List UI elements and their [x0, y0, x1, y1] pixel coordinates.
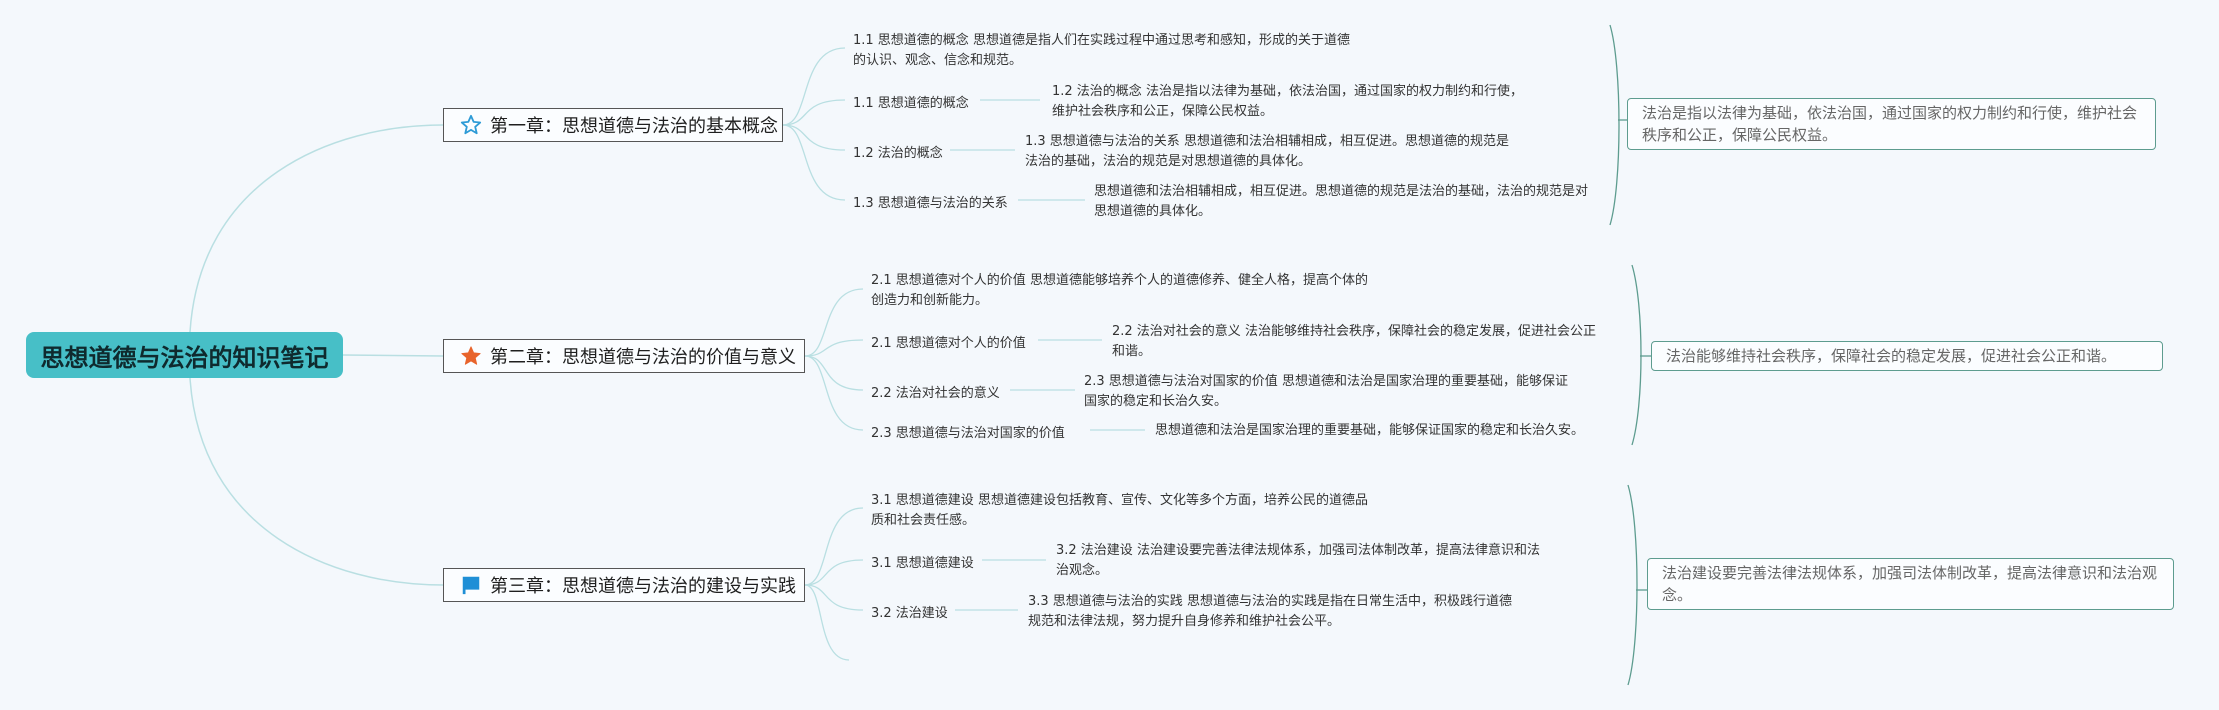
chapter-3-branch-4	[804, 584, 850, 661]
chapter-2-branch-3	[804, 355, 864, 391]
chapter-2-branch-4	[804, 355, 864, 431]
chapter-3-label-2[interactable]: 3.2 法治建设	[871, 606, 948, 621]
chapter-3-note-1[interactable]: 3.1 思想道德建设 思想道德建设包括教育、宣传、文化等多个方面，培养公民的道德…	[871, 493, 1368, 528]
chapter-2-label-3[interactable]: 2.3 思想道德与法治对国家的价值	[871, 426, 1065, 441]
chapter-2-note-1[interactable]: 2.1 思想道德对个人的价值 思想道德能够培养个人的道德修养、健全人格，提高个体…	[871, 273, 1368, 308]
chapter-3-branch-2	[804, 559, 864, 586]
summary-bracket-3	[1627, 484, 1638, 686]
chapter-3-topic[interactable]: 第三章：思想道德与法治的建设与实践	[443, 568, 805, 602]
chapter-1-topic[interactable]: 第一章：思想道德与法治的基本概念	[443, 108, 783, 142]
root-to-chapter-1-line	[189, 124, 444, 333]
chapter-1-label-2[interactable]: 1.2 法治的概念	[853, 146, 943, 161]
chapter-2-note-4[interactable]: 思想道德和法治是国家治理的重要基础，能够保证国家的稳定和长治久安。	[1155, 423, 1585, 438]
chapter-1-label-3[interactable]: 1.3 思想道德与法治的关系	[853, 196, 1008, 211]
summary-bracket-2	[1631, 264, 1642, 446]
chapter-1-title: 第一章：思想道德与法治的基本概念	[490, 116, 778, 137]
summary-bracket-1	[1609, 24, 1620, 226]
chapter-2-title: 第二章：思想道德与法治的价值与意义	[490, 347, 796, 368]
chapter-1-note-3[interactable]: 1.3 思想道德与法治的关系 思想道德和法治相辅相成，相互促进。思想道德的规范是…	[1025, 134, 1509, 169]
chapter-2-branch-1	[804, 288, 864, 357]
chapter-3-note-2[interactable]: 3.2 法治建设 法治建设要完善法律法规体系，加强司法体制改革，提高法律意识和法…	[1056, 543, 1540, 578]
star-outline-icon	[460, 114, 482, 135]
chapter-3-title: 第三章：思想道德与法治的建设与实践	[490, 576, 796, 597]
chapter-3-branch-3	[804, 584, 864, 611]
chapter-1-branch-4	[782, 124, 846, 201]
chapter-3-summary[interactable]: 法治建设要完善法律法规体系，加强司法体制改革，提高法律意识和法治观念。	[1647, 558, 2174, 610]
chapter-2-summary[interactable]: 法治能够维持社会秩序，保障社会的稳定发展，促进社会公正和谐。	[1651, 341, 2163, 371]
star-filled-icon	[461, 346, 481, 365]
chapter-2-label-2[interactable]: 2.2 法治对社会的意义	[871, 386, 1000, 401]
chapter-3-note-3[interactable]: 3.3 思想道德与法治的实践 思想道德与法治的实践是指在日常生活中，积极践行道德…	[1028, 594, 1512, 629]
chapter-1-note-1[interactable]: 1.1 思想道德的概念 思想道德是指人们在实践过程中通过思考和感知，形成的关于道…	[853, 33, 1350, 68]
root-topic[interactable]: 思想道德与法治的知识笔记	[26, 332, 343, 378]
chapter-1-branch-3	[782, 124, 846, 151]
chapter-1-note-2[interactable]: 1.2 法治的概念 法治是指以法律为基础，依法治国，通过国家的权力制约和行使，维…	[1052, 84, 1523, 119]
flag-icon	[462, 576, 480, 595]
chapter-1-summary[interactable]: 法治是指以法律为基础，依法治国，通过国家的权力制约和行使，维护社会秩序和公正，保…	[1627, 98, 2156, 150]
chapter-1-note-4[interactable]: 思想道德和法治相辅相成，相互促进。思想道德的规范是法治的基础，法治的规范是对思想…	[1094, 184, 1589, 219]
chapter-2-note-3[interactable]: 2.3 思想道德与法治对国家的价值 思想道德和法治是国家治理的重要基础，能够保证…	[1084, 374, 1568, 409]
chapter-2-note-2[interactable]: 2.2 法治对社会的意义 法治能够维持社会秩序，保障社会的稳定发展，促进社会公正…	[1112, 324, 1596, 359]
chapter-1-branch-2	[782, 99, 846, 126]
chapter-3-branch-1	[804, 507, 864, 586]
chapter-1-branch-1	[782, 47, 846, 126]
root-to-chapter-3-line	[189, 377, 444, 586]
root-to-chapter-2-line	[342, 354, 444, 357]
chapter-2-branch-2	[804, 339, 864, 357]
chapter-3-label-1[interactable]: 3.1 思想道德建设	[871, 556, 974, 571]
chapter-2-topic[interactable]: 第二章：思想道德与法治的价值与意义	[443, 339, 805, 373]
chapter-1-label-1[interactable]: 1.1 思想道德的概念	[853, 96, 969, 111]
chapter-2-label-1[interactable]: 2.1 思想道德对个人的价值	[871, 336, 1026, 351]
